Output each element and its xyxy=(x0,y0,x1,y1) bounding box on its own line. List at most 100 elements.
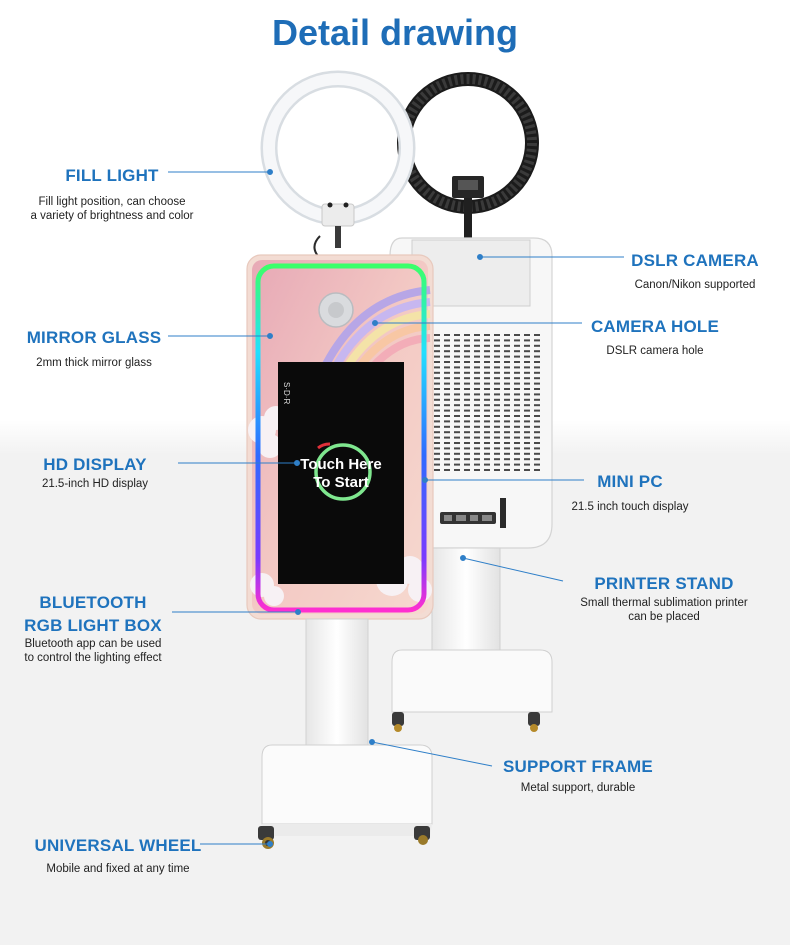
vent-slot xyxy=(434,344,440,347)
vent-slot xyxy=(434,425,440,428)
dslr-camera-desc: Canon/Nikon supported xyxy=(634,279,756,291)
fill-light-title: FILL LIGHT xyxy=(65,166,159,185)
vent-slot xyxy=(434,436,440,439)
vent-slot xyxy=(524,350,530,353)
vent-slot xyxy=(484,469,490,471)
vent-slot xyxy=(454,366,460,369)
vent-slot xyxy=(514,420,520,423)
vent-slot xyxy=(434,415,440,417)
vent-slot xyxy=(494,388,500,390)
vent-slot xyxy=(504,339,510,342)
vent-slot xyxy=(494,404,500,407)
vent-slot xyxy=(434,442,440,444)
vent-slot xyxy=(504,382,510,385)
vent-slot xyxy=(474,447,480,450)
front-unit: S·D·R Touch Here To Start xyxy=(246,70,434,849)
vent-slot xyxy=(474,469,480,471)
vent-slot xyxy=(484,409,490,412)
vent-slot xyxy=(534,452,540,455)
vent-slot xyxy=(504,371,510,374)
label-fill-light: FILL LIGHT Fill light position, can choo… xyxy=(18,166,206,223)
vent-slot xyxy=(454,447,460,450)
vent-slot xyxy=(454,393,460,396)
vent-slot xyxy=(484,393,490,396)
vent-slot xyxy=(514,339,520,342)
mini-pc-desc: 21.5 inch touch display xyxy=(571,501,689,513)
vent-slot xyxy=(434,452,440,455)
mini-pc-title: MINI PC xyxy=(597,472,663,491)
vent-slot xyxy=(444,344,450,347)
vent-slot xyxy=(464,420,470,423)
vent-slot xyxy=(474,382,480,385)
vent-slot xyxy=(474,366,480,369)
vent-slot xyxy=(534,334,540,336)
vent-slot xyxy=(444,388,450,390)
vent-slot xyxy=(494,339,500,342)
vent-slot xyxy=(524,334,530,336)
vent-slot xyxy=(454,452,460,455)
vent-slot xyxy=(454,382,460,385)
vent-slot xyxy=(504,420,510,423)
vent-slot xyxy=(444,377,450,380)
vent-slot xyxy=(474,425,480,428)
universal-wheel-title: UNIVERSAL WHEEL xyxy=(34,836,202,855)
screen-cta-line2[interactable]: To Start xyxy=(313,474,369,491)
black-ring-light xyxy=(397,72,539,238)
vent-slot xyxy=(444,393,450,396)
vent-slot xyxy=(464,350,470,353)
vent-slot xyxy=(444,458,450,461)
label-dslr-camera: DSLR CAMERA Canon/Nikon supported xyxy=(620,251,770,292)
vent-slot xyxy=(494,442,500,444)
vent-slot xyxy=(484,334,490,336)
mirror-glass-title: MIRROR GLASS xyxy=(26,328,162,347)
vent-slot xyxy=(504,409,510,412)
vent-slot xyxy=(474,334,480,336)
screen-cta-line1[interactable]: Touch Here xyxy=(300,456,381,473)
vent-slot xyxy=(464,415,470,417)
vent-slot xyxy=(464,339,470,342)
vent-slot xyxy=(464,398,470,401)
vent-slot xyxy=(484,344,490,347)
vent-slot xyxy=(434,420,440,423)
vent-slot xyxy=(514,388,520,390)
vent-slot xyxy=(464,366,470,369)
vent-slot xyxy=(534,377,540,380)
white-ring-light xyxy=(260,70,416,257)
vent-slot xyxy=(524,398,530,401)
vent-slot xyxy=(534,393,540,396)
vent-slot xyxy=(534,436,540,439)
vent-slot xyxy=(534,361,540,363)
vent-slot xyxy=(484,371,490,374)
vent-slot xyxy=(484,447,490,450)
dslr-camera-title: DSLR CAMERA xyxy=(631,251,759,270)
vent-slot xyxy=(514,458,520,461)
vent-slot xyxy=(534,350,540,353)
vent-slot xyxy=(504,355,510,358)
vent-slot xyxy=(464,361,470,363)
vent-slot xyxy=(474,463,480,466)
label-printer-stand: PRINTER STAND Small thermal sublimation … xyxy=(570,574,758,624)
vent-slot xyxy=(444,431,450,434)
vent-slot xyxy=(514,425,520,428)
vent-slot xyxy=(434,409,440,412)
vent-slot xyxy=(464,458,470,461)
vent-slot xyxy=(504,344,510,347)
vent-slot xyxy=(504,425,510,428)
vent-slot xyxy=(434,393,440,396)
vent-slot xyxy=(494,452,500,455)
vent-slot xyxy=(534,447,540,450)
vent-slot xyxy=(454,442,460,444)
vent-slot xyxy=(504,436,510,439)
vent-slot xyxy=(474,415,480,417)
label-hd-display: HD DISPLAY 21.5-inch HD display xyxy=(14,455,176,491)
vent-slot xyxy=(494,344,500,347)
vent-slot xyxy=(484,442,490,444)
vent-slot xyxy=(434,388,440,390)
vent-slot xyxy=(514,436,520,439)
vent-slot xyxy=(514,344,520,347)
vent-slot xyxy=(434,431,440,434)
camera-hole-title: CAMERA HOLE xyxy=(590,317,720,336)
vent-slot xyxy=(494,458,500,461)
vent-slot xyxy=(524,425,530,428)
vent-slot xyxy=(484,458,490,461)
